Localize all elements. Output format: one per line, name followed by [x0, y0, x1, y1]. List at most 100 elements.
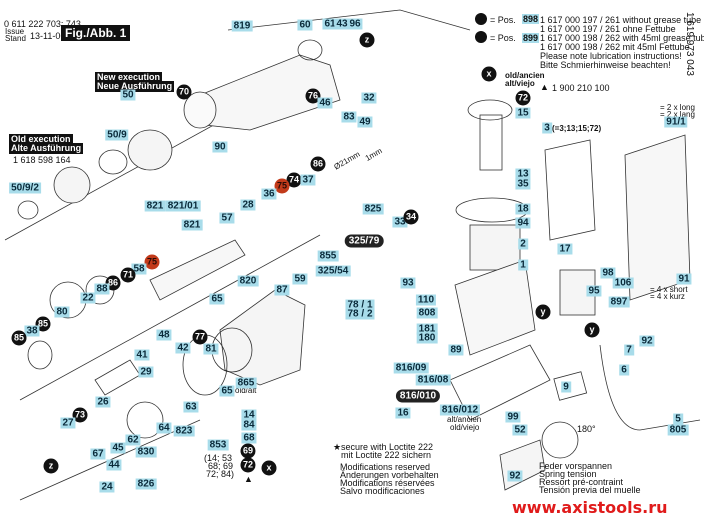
- callout-50: 50: [120, 89, 136, 101]
- callout-65: 65: [209, 293, 225, 305]
- callout-62: 62: [125, 434, 141, 446]
- issue-label: Issue: [5, 27, 25, 36]
- callout-50-9: 50/9: [105, 129, 129, 141]
- grease-line: 1 617 000 197 / 261 ohne Fettube: [540, 24, 676, 34]
- callout-90: 90: [212, 141, 228, 153]
- callout-865: 865: [235, 377, 257, 389]
- callout-180: 180: [416, 332, 438, 344]
- callout-92: 92: [639, 335, 655, 347]
- callout-86: 86: [310, 156, 326, 172]
- callout-821: 821: [144, 200, 166, 212]
- pos-label: = Pos.: [490, 15, 516, 25]
- callout-52: 52: [512, 424, 528, 436]
- callout-76: 76: [305, 88, 321, 104]
- watermark: www.axistools.ru: [512, 498, 668, 517]
- callout-80: 80: [54, 306, 70, 318]
- callout-825: 825: [362, 203, 384, 215]
- grease-line: 1 617 000 198 / 262 mit 45ml Fettube: [540, 42, 690, 52]
- callout-14: 14: [241, 409, 257, 421]
- callout-89: 89: [448, 344, 464, 356]
- callout-17: 17: [557, 243, 573, 255]
- callout-24: 24: [99, 481, 115, 493]
- callout-91: 91: [676, 273, 692, 285]
- callout-85: 85: [11, 330, 27, 346]
- callout-87: 87: [274, 284, 290, 296]
- callout-72: 72: [515, 90, 531, 106]
- callout-830: 830: [135, 446, 157, 458]
- spring-note: Tensión previa del muelle: [539, 485, 641, 495]
- callout-325-54: 325/54: [315, 265, 351, 277]
- callout-92: 92: [507, 470, 523, 482]
- callout-13: 13: [515, 168, 531, 180]
- callout-75: 75: [274, 178, 290, 194]
- callout-34: 34: [403, 209, 419, 225]
- modifications-note: Salvo modificaciones: [340, 486, 425, 496]
- callout-805: 805: [667, 424, 689, 436]
- callout-32: 32: [361, 92, 377, 104]
- angle-note: 180°: [577, 424, 596, 434]
- long-de: = 2 x lang: [660, 110, 695, 119]
- callout-z: z: [359, 32, 375, 48]
- callout-93: 93: [400, 277, 416, 289]
- callout-821-01: 821/01: [165, 200, 201, 212]
- grease-dot-icon: [475, 13, 487, 25]
- callout-99: 99: [505, 411, 521, 423]
- alt-viejo-label: alt/viejo: [505, 79, 535, 88]
- callout-42: 42: [175, 342, 191, 354]
- callout-816-012: 816/012: [439, 404, 481, 416]
- lubrication-note: Please note lubrication instructions!: [540, 51, 682, 61]
- callout-74: 74: [286, 172, 302, 188]
- callout-57: 57: [219, 212, 235, 224]
- callout-819: 819: [231, 20, 253, 32]
- set-853-line: 68; 69: [208, 461, 234, 471]
- old-alt-label: old/alt: [235, 386, 257, 395]
- callout-46: 46: [317, 97, 333, 109]
- callout-72: 72: [240, 457, 256, 473]
- callout-43: 43: [334, 18, 350, 30]
- set-853-line: 72; 84): [206, 469, 235, 479]
- callout-69: 69: [240, 443, 256, 459]
- callout-x: x: [481, 66, 497, 82]
- pos-898: 898: [522, 14, 540, 24]
- grease-line: 1 617 000 198 / 262 with 45ml grease tub…: [540, 33, 704, 43]
- alt-ancien-label: alt/ancien: [447, 415, 482, 424]
- callout-820: 820: [237, 275, 259, 287]
- callout-y: y: [535, 304, 551, 320]
- callout-78-1: 78 / 1: [345, 299, 375, 311]
- callout-91-1: 91/1: [664, 116, 688, 128]
- figure-label: Fig./Abb. 1: [61, 25, 131, 41]
- callout-823: 823: [173, 425, 195, 437]
- callout-71: 71: [120, 267, 136, 283]
- old-execution-de: Alte Ausführung: [9, 143, 84, 154]
- callout-78-2: 78 / 2: [345, 308, 375, 320]
- short-en: = 4 x short: [650, 285, 688, 294]
- callout-95: 95: [586, 285, 602, 297]
- callout-16: 16: [395, 407, 411, 419]
- callout-84: 84: [241, 419, 257, 431]
- callout-181: 181: [416, 323, 438, 335]
- callout-1: 1: [518, 259, 528, 271]
- callout-325-79: 325/79: [344, 234, 384, 248]
- callout-816-08: 816/08: [415, 374, 451, 386]
- triangle-icon: ▲: [244, 474, 253, 484]
- callout-816-09: 816/09: [393, 362, 429, 374]
- callout-y: y: [584, 322, 600, 338]
- callout-49: 49: [357, 116, 373, 128]
- callout-821: 821: [181, 219, 203, 231]
- callout-94: 94: [515, 217, 531, 229]
- callout-853: 853: [207, 439, 229, 451]
- callout-60: 60: [297, 19, 313, 31]
- callout-816-010: 816/010: [395, 389, 441, 403]
- doc-number: 1 619 973 043: [684, 12, 695, 76]
- grease-dot-icon: [475, 31, 487, 43]
- callout-28: 28: [240, 199, 256, 211]
- modifications-note: Modifications réservées: [340, 478, 435, 488]
- callout-73: 73: [72, 407, 88, 423]
- callout-59: 59: [292, 273, 308, 285]
- callout-826: 826: [135, 478, 157, 490]
- grease-line: 1 617 000 197 / 261 without grease tube: [540, 15, 702, 25]
- callout-41: 41: [134, 349, 150, 361]
- callout-44: 44: [106, 459, 122, 471]
- new-execution-de: Neue Ausführung: [95, 81, 175, 92]
- callout-18: 18: [515, 203, 531, 215]
